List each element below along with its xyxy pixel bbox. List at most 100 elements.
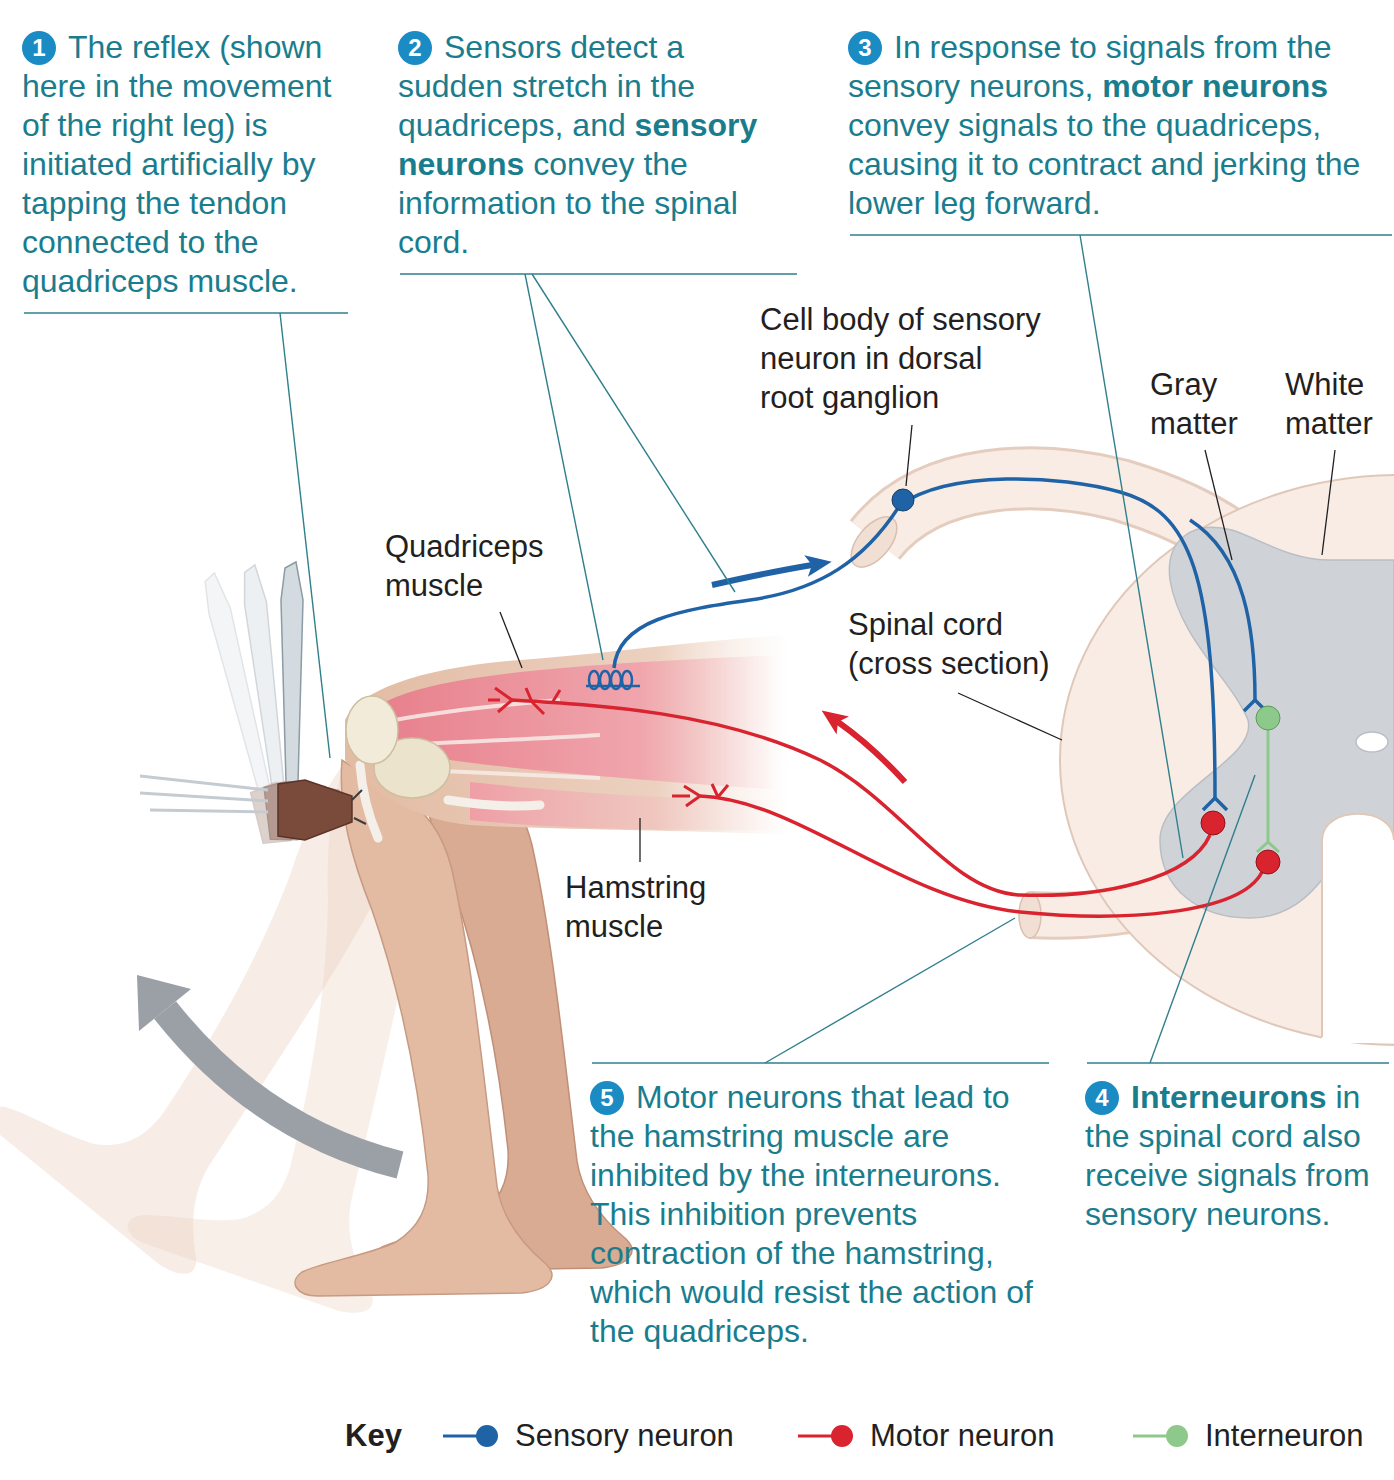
leader-line	[532, 274, 735, 592]
sensory-cell-body	[892, 489, 914, 511]
text-run: neurons.	[1206, 1196, 1331, 1232]
impact-marks	[352, 790, 366, 824]
interneuron-cell-body	[1256, 706, 1280, 730]
text-run: signals	[1106, 29, 1206, 65]
text-run: contract	[1028, 146, 1142, 182]
text-run: forward.	[985, 185, 1101, 221]
callout-text: Motor neurons that lead to the hamstring…	[590, 1078, 1045, 1351]
leader-line	[500, 612, 522, 668]
signal-arrow	[838, 722, 905, 782]
motion-lines	[140, 776, 268, 812]
legend-item: Interneuron	[1133, 1416, 1364, 1455]
text-run: signals	[958, 107, 1058, 143]
text-run: lower	[848, 185, 924, 221]
legend-item: Sensory neuron	[443, 1416, 734, 1455]
text-run: detect	[570, 29, 657, 65]
text-run: Interneurons	[1131, 1079, 1327, 1115]
text-run: from	[1306, 1157, 1370, 1193]
motor-ending	[672, 784, 728, 806]
ventral-fissure	[1322, 814, 1394, 1043]
motor-axon	[700, 796, 1262, 916]
text-run: the	[601, 185, 645, 221]
sensory-branch	[1190, 520, 1255, 700]
callout-number: 2	[398, 31, 432, 65]
leader-line	[1205, 450, 1232, 560]
text-run: motor	[1102, 68, 1193, 104]
text-run: the	[651, 68, 695, 104]
text-run: quadriceps,	[1156, 107, 1321, 143]
leader-line	[639, 818, 640, 862]
leader-line	[525, 274, 603, 660]
callout-number: 5	[590, 1081, 624, 1115]
text-run: neurons,	[969, 68, 1094, 104]
legend-text: Sensory neuron	[515, 1416, 734, 1455]
callout-text: Interneurons in the spinal cord also rec…	[1085, 1078, 1385, 1234]
text-run: it	[967, 146, 983, 182]
text-run: sudden	[398, 68, 503, 104]
part-label: Hamstring muscle	[565, 868, 725, 946]
leader-line	[958, 693, 1062, 740]
callout-text: The reflex (shown here in the movement o…	[22, 28, 344, 301]
text-run: neurons	[398, 146, 524, 182]
stretch-receptor	[586, 671, 640, 689]
text-run: in	[1335, 1079, 1360, 1115]
motor-ending	[488, 688, 560, 714]
part-label: White matter	[1285, 365, 1385, 443]
text-run: in	[617, 68, 642, 104]
swatch-dot	[831, 1425, 853, 1447]
text-run: the	[1287, 29, 1331, 65]
callout-number: 4	[1085, 1081, 1119, 1115]
text-run: and	[1150, 146, 1203, 182]
right-lower-leg	[295, 760, 552, 1296]
callout-number-text: 1	[32, 36, 45, 60]
text-run: In	[894, 29, 921, 65]
motor-cell-body	[1201, 811, 1225, 835]
leader-line	[1150, 775, 1255, 1063]
text-run: sensory	[848, 68, 960, 104]
text-run: cord	[1231, 1118, 1293, 1154]
text-run: to	[565, 185, 592, 221]
kneecap	[346, 696, 398, 764]
leader-line	[1080, 235, 1183, 858]
text-run: and	[572, 107, 625, 143]
callout-text: Sensors detect a sudden stretch in the q…	[398, 28, 793, 262]
root-end	[842, 509, 905, 576]
text-run: receive	[1085, 1157, 1188, 1193]
text-run: quadriceps,	[398, 107, 563, 143]
interneuron-axon	[1257, 730, 1279, 852]
part-label: Cell body of sensory neuron in dorsal ro…	[760, 300, 1042, 417]
motor-cell-body	[1256, 850, 1280, 874]
text-run: spinal	[1138, 1118, 1222, 1154]
motor-axon	[512, 700, 1210, 895]
leader-lines	[500, 425, 1335, 862]
swatch-dot	[476, 1425, 498, 1447]
callout-number-text: 5	[600, 1086, 613, 1110]
text-run: to	[1067, 107, 1094, 143]
text-run: the	[1102, 107, 1146, 143]
part-label: Quadriceps muscle	[385, 527, 560, 605]
legend-text: Motor neuron	[870, 1416, 1054, 1455]
legend-swatch	[1133, 1420, 1193, 1452]
part-label: Spinal cord (cross section)	[848, 605, 1060, 683]
sensory-axon	[614, 479, 1215, 798]
text-run: to	[992, 146, 1019, 182]
swatch-dot	[1166, 1425, 1188, 1447]
receptor-base	[586, 685, 640, 688]
callout-rule	[592, 1062, 1049, 1063]
text-run: signals	[1197, 1157, 1297, 1193]
ventral-fissure	[1322, 814, 1394, 1037]
thigh	[345, 635, 790, 835]
text-run: response	[930, 29, 1062, 65]
text-run: convey	[848, 107, 949, 143]
leader-line	[280, 313, 330, 758]
signal-arrow	[712, 565, 812, 585]
text-run: cord.	[398, 224, 469, 260]
legend-item: Motor neuron	[798, 1416, 1054, 1455]
leader-line	[1322, 450, 1335, 555]
text-run: information	[398, 185, 556, 221]
callout-number-text: 2	[408, 36, 421, 60]
callout-rule	[850, 234, 1392, 235]
legend-swatch	[443, 1420, 503, 1452]
part-label: Gray matter	[1150, 365, 1250, 443]
